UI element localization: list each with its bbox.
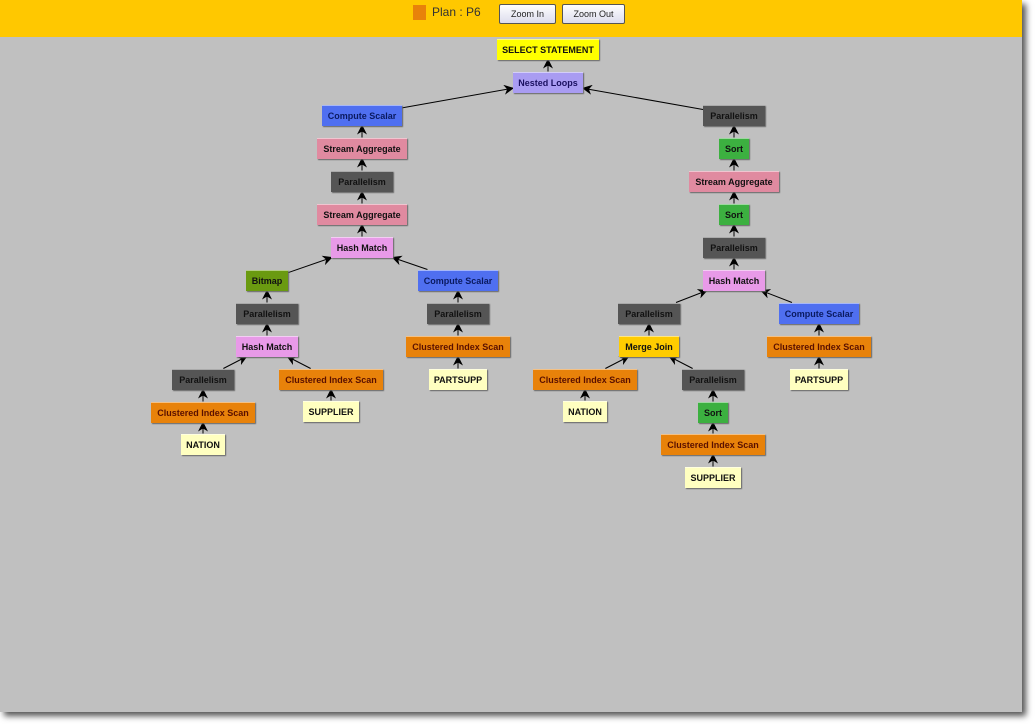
plan-node-parallelism[interactable]: Parallelism	[427, 302, 489, 324]
plan-node-hash-match[interactable]: Hash Match	[236, 335, 298, 357]
plan-node-stream-aggregate[interactable]: Stream Aggregate	[317, 137, 407, 159]
plan-edge-arrow	[760, 289, 793, 303]
plan-node-index-scan[interactable]: Clustered Index Scan	[533, 368, 637, 390]
plan-node-stream-aggregate[interactable]: Stream Aggregate	[317, 203, 407, 225]
plan-node-table[interactable]: PARTSUPP	[790, 368, 848, 390]
plan-edge-arrow	[286, 356, 311, 369]
plan-edge-arrow	[582, 84, 704, 110]
plan-node-table[interactable]: NATION	[563, 400, 607, 422]
zoom-out-button[interactable]: Zoom Out	[562, 4, 625, 24]
plan-node-select[interactable]: SELECT STATEMENT	[497, 38, 599, 60]
plan-node-hash-match[interactable]: Hash Match	[331, 236, 393, 258]
plan-edge-arrow	[668, 356, 693, 369]
plan-node-parallelism[interactable]: Parallelism	[703, 236, 765, 258]
plan-node-index-scan[interactable]: Clustered Index Scan	[279, 368, 383, 390]
plan-node-hash-match[interactable]: Hash Match	[703, 269, 765, 291]
plan-node-sort[interactable]: Sort	[719, 137, 749, 159]
plan-node-parallelism[interactable]: Parallelism	[331, 170, 393, 192]
plan-node-parallelism[interactable]: Parallelism	[236, 302, 298, 324]
plan-edge-arrow	[223, 356, 248, 369]
plan-color-swatch	[413, 5, 426, 20]
plan-node-table[interactable]: SUPPLIER	[685, 466, 741, 488]
plan-node-table[interactable]: NATION	[181, 433, 225, 455]
plan-node-index-scan[interactable]: Clustered Index Scan	[767, 335, 871, 357]
plan-edge-arrow	[287, 255, 333, 274]
plan-node-parallelism[interactable]: Parallelism	[703, 104, 765, 126]
plan-node-stream-aggregate[interactable]: Stream Aggregate	[689, 170, 779, 192]
plan-node-index-scan[interactable]: Clustered Index Scan	[661, 433, 765, 455]
plan-node-bitmap[interactable]: Bitmap	[246, 269, 288, 291]
plan-node-parallelism[interactable]: Parallelism	[172, 368, 234, 390]
plan-node-compute-scalar[interactable]: Compute Scalar	[418, 269, 498, 291]
plan-node-compute-scalar[interactable]: Compute Scalar	[779, 302, 859, 324]
plan-node-index-scan[interactable]: Clustered Index Scan	[406, 335, 510, 357]
plan-node-table[interactable]: PARTSUPP	[429, 368, 487, 390]
plan-node-merge-join[interactable]: Merge Join	[619, 335, 679, 357]
plan-edge-arrow	[605, 356, 630, 369]
plan-label: Plan : P6	[432, 5, 481, 19]
plan-node-sort[interactable]: Sort	[719, 203, 749, 225]
plan-node-table[interactable]: SUPPLIER	[303, 400, 359, 422]
zoom-in-button[interactable]: Zoom In	[499, 4, 556, 24]
plan-node-compute-scalar[interactable]: Compute Scalar	[322, 104, 402, 126]
plan-edge-arrow	[401, 84, 514, 109]
plan-node-index-scan[interactable]: Clustered Index Scan	[151, 401, 255, 423]
plan-edge-arrow	[675, 289, 708, 303]
plan-edge-arrow	[391, 255, 428, 270]
toolbar: Plan : P6 Zoom In Zoom Out	[0, 0, 1022, 37]
plan-edges	[198, 58, 824, 467]
plan-node-parallelism[interactable]: Parallelism	[682, 368, 744, 390]
plan-node-sort[interactable]: Sort	[698, 401, 728, 423]
plan-node-parallelism[interactable]: Parallelism	[618, 302, 680, 324]
plan-node-nested-loops[interactable]: Nested Loops	[513, 71, 583, 93]
